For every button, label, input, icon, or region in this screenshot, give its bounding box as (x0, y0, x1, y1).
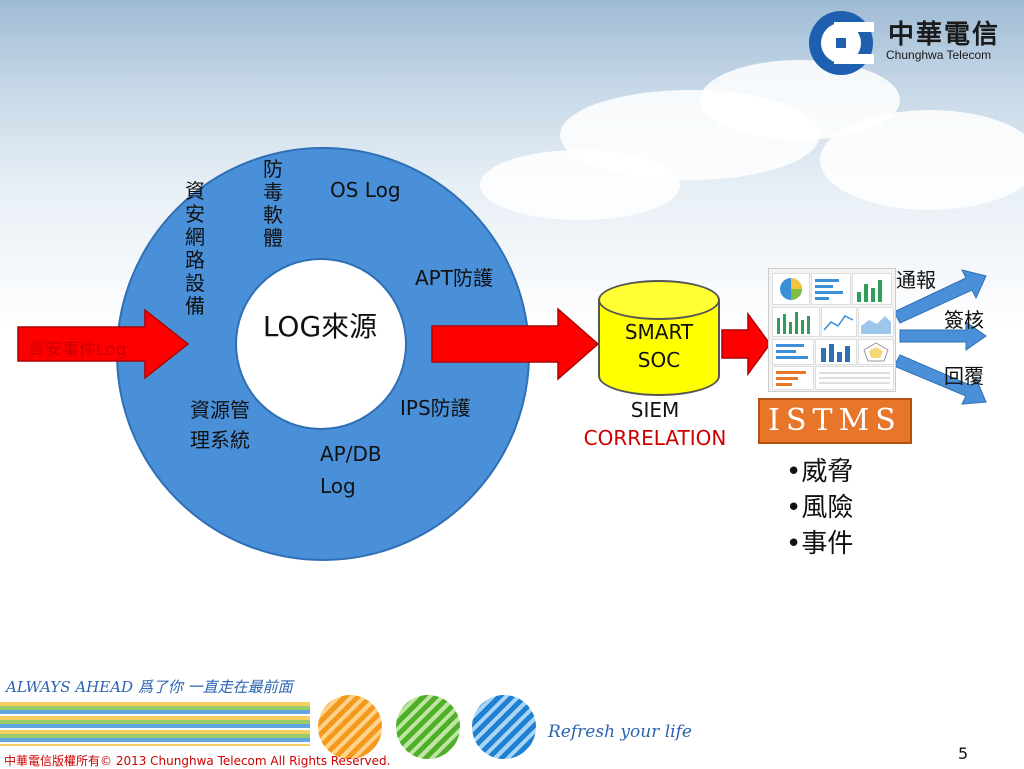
chunghwa-logo: 中華電信 Chunghwa Telecom (806, 8, 1006, 78)
correlation-label: CORRELATION (583, 426, 727, 450)
dashboard-area-chart (858, 307, 894, 337)
copyright: 中華電信版權所有© 2013 Chunghwa Telecom All Righ… (4, 754, 391, 768)
segment-security-network-devices: 資安網路設備 (185, 179, 205, 318)
dashboard-table (815, 366, 894, 390)
segment-os-log: OS Log (330, 178, 401, 202)
radar-chart-icon (863, 342, 889, 362)
page-number: 5 (958, 744, 969, 763)
green-ball-icon (396, 695, 460, 759)
bullet-threat: •威脅 (786, 457, 854, 487)
log-source-ring-center (235, 258, 407, 430)
dashboard-bar-chart-3 (772, 366, 814, 390)
column-chart-icon (821, 344, 850, 362)
bar-chart-icon (776, 344, 808, 359)
area-chart-icon (861, 316, 891, 334)
dashboard-pie-chart (772, 273, 810, 305)
input-arrow (17, 308, 190, 380)
smart-soc-database-top (598, 280, 720, 320)
table-icon (819, 372, 890, 384)
dashboard-bar-chart-2 (772, 339, 814, 365)
output-approve-label: 簽核 (944, 308, 984, 332)
input-arrow-label: 資安事件Log (28, 340, 127, 360)
istms-dashboard-preview (768, 268, 896, 392)
istms-bullets: •威脅 •風險 •事件 (786, 454, 853, 562)
output-arrow-notify (893, 269, 987, 324)
output-notify-label: 通報 (896, 268, 936, 292)
blue-ball-icon (472, 695, 536, 759)
dashboard-bar-chart-1 (811, 273, 851, 305)
logo-text-chinese: 中華電信 (888, 20, 1001, 50)
smart-soc-line2: SOC (637, 348, 681, 372)
siem-label: SIEM (630, 398, 680, 422)
center-label: LOG來源 (262, 310, 378, 343)
dashboard-radar-chart (858, 339, 894, 365)
bullet-risk: •風險 (786, 493, 854, 523)
bar-chart-icon (776, 371, 806, 386)
cloud (480, 150, 680, 220)
output-arrow-reply (893, 354, 987, 405)
dashboard-column-chart-3 (815, 339, 857, 365)
line-chart-icon (823, 315, 854, 331)
segment-ap-db-log-line1: AP/DB (320, 442, 382, 466)
pie-chart-icon (780, 278, 802, 300)
output-reply-label: 回覆 (944, 364, 984, 388)
segment-resource-mgmt-line2: 理系統 (190, 428, 250, 452)
column-chart-icon (777, 312, 810, 334)
istms-box: ISTMS (758, 398, 912, 444)
footer-stripes (0, 702, 310, 746)
footer-slogan: ALWAYS AHEAD 爲了你 一直走在最前面 (6, 678, 293, 696)
segment-ap-db-log-line2: Log (320, 474, 356, 498)
segment-ips: IPS防護 (400, 396, 471, 420)
segment-apt: APT防護 (415, 266, 493, 290)
soc-to-istms-arrow (721, 311, 771, 377)
chunghwa-logo-icon (809, 11, 874, 75)
orange-ball-icon (318, 695, 382, 759)
segment-resource-mgmt-line1: 資源管 (190, 398, 250, 422)
output-arrow-approve (899, 321, 987, 351)
segment-antivirus: 防毒軟體 (263, 157, 283, 250)
smart-soc-line1: SMART (624, 320, 694, 344)
bar-chart-icon (815, 279, 843, 300)
dashboard-column-chart-2 (772, 307, 820, 337)
column-chart-icon (857, 280, 882, 302)
dashboard-column-chart-1 (852, 273, 892, 305)
refresh-slogan: Refresh your life (548, 722, 692, 742)
dashboard-line-chart (821, 307, 857, 337)
ring-to-soc-arrow (431, 307, 600, 381)
bullet-event: •事件 (786, 529, 854, 559)
logo-text-english: Chunghwa Telecom (886, 48, 992, 62)
smart-soc-label: SMART SOC (598, 318, 720, 374)
cloud (820, 110, 1024, 210)
